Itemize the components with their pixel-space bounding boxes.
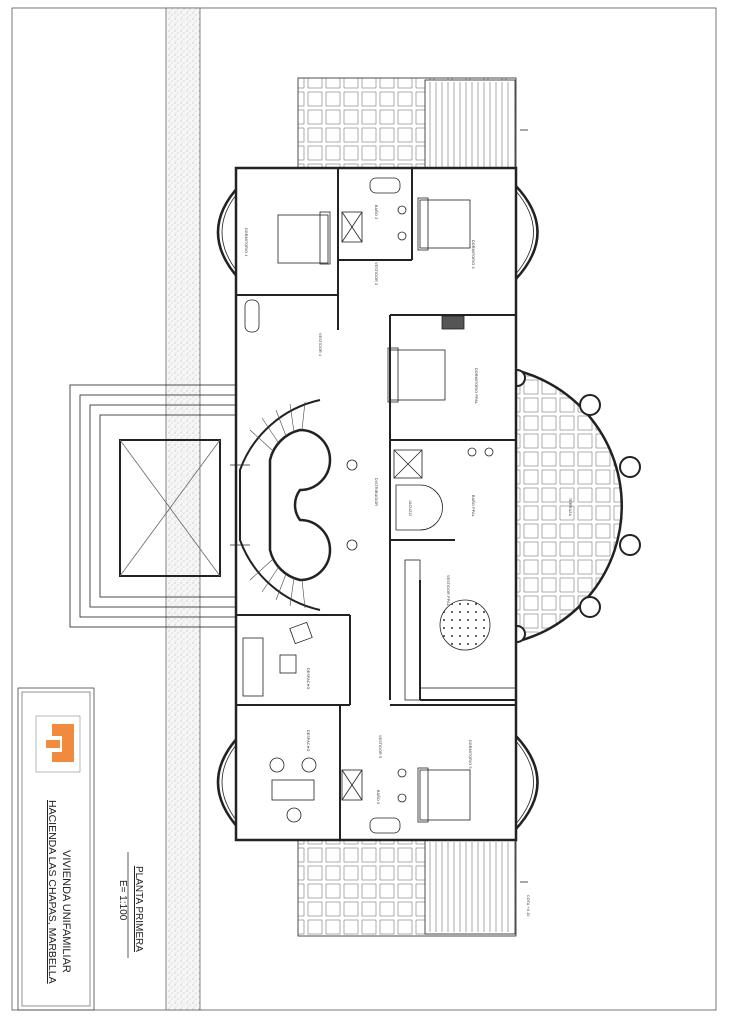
room-label-dormitorio-4: DORMITORIO 4 [244,228,248,257]
room-label-vestidor-4: VESTIDOR 4 [318,333,322,357]
room-label-despacho: DESPACHO [306,730,310,752]
jacuzzi [395,484,443,531]
balcony-left-top [216,184,241,281]
room-label-despacho: DESPACHO [306,668,310,690]
sheet-code: COTA +0.10 [526,895,530,917]
project-location: HACIENDA LAS CHAPAS, MARBELLA [46,800,58,984]
company-logo [35,715,81,773]
bed [389,349,446,401]
staircase [239,399,321,611]
room-label-vestidor-ppal: VESTIDOR PPAL [446,575,450,606]
project-name: VIVIENDA UNIFAMILIAR [60,850,72,973]
plan-scale: E= 1:100 [117,880,128,921]
boundary-strip [165,7,201,1011]
room-label-bano-5: BAÑO 5 [376,790,380,805]
balcony-left-bottom [216,734,241,831]
balcony-right-top [514,184,539,281]
room-label-dormitorio-3: DORMITORIO 3 [471,240,475,269]
room-label-vestidor-3: VESTIDOR 3 [374,262,378,286]
room-label-bano-ppal: BAÑO PPAL [471,495,475,517]
lightwell [119,439,221,577]
rug [439,599,491,651]
house-outline [234,166,518,842]
room-label-vestidor-5: VESTIDOR 5 [378,735,382,759]
balcony-right-bottom [514,734,539,831]
bed [419,199,471,249]
room-label-dormitorio-ppal: DORMITORIO PPAL [474,368,478,405]
plan-title: PLANTA PRIMERA [133,866,144,952]
sheet-frame [11,7,717,1011]
room-label-dormitorio-5: DORMITORIO 5 [468,740,472,769]
room-label-distribuidor: DISTRIBUIDOR [374,478,378,507]
bed [277,214,329,264]
room-label-bano-3: BAÑO 3 [374,205,378,220]
room-label-jacuzzi: JACUZZI [408,500,412,517]
bed [419,769,471,821]
title-block [17,687,95,1011]
room-label-terraza: TERRAZA [568,498,572,517]
